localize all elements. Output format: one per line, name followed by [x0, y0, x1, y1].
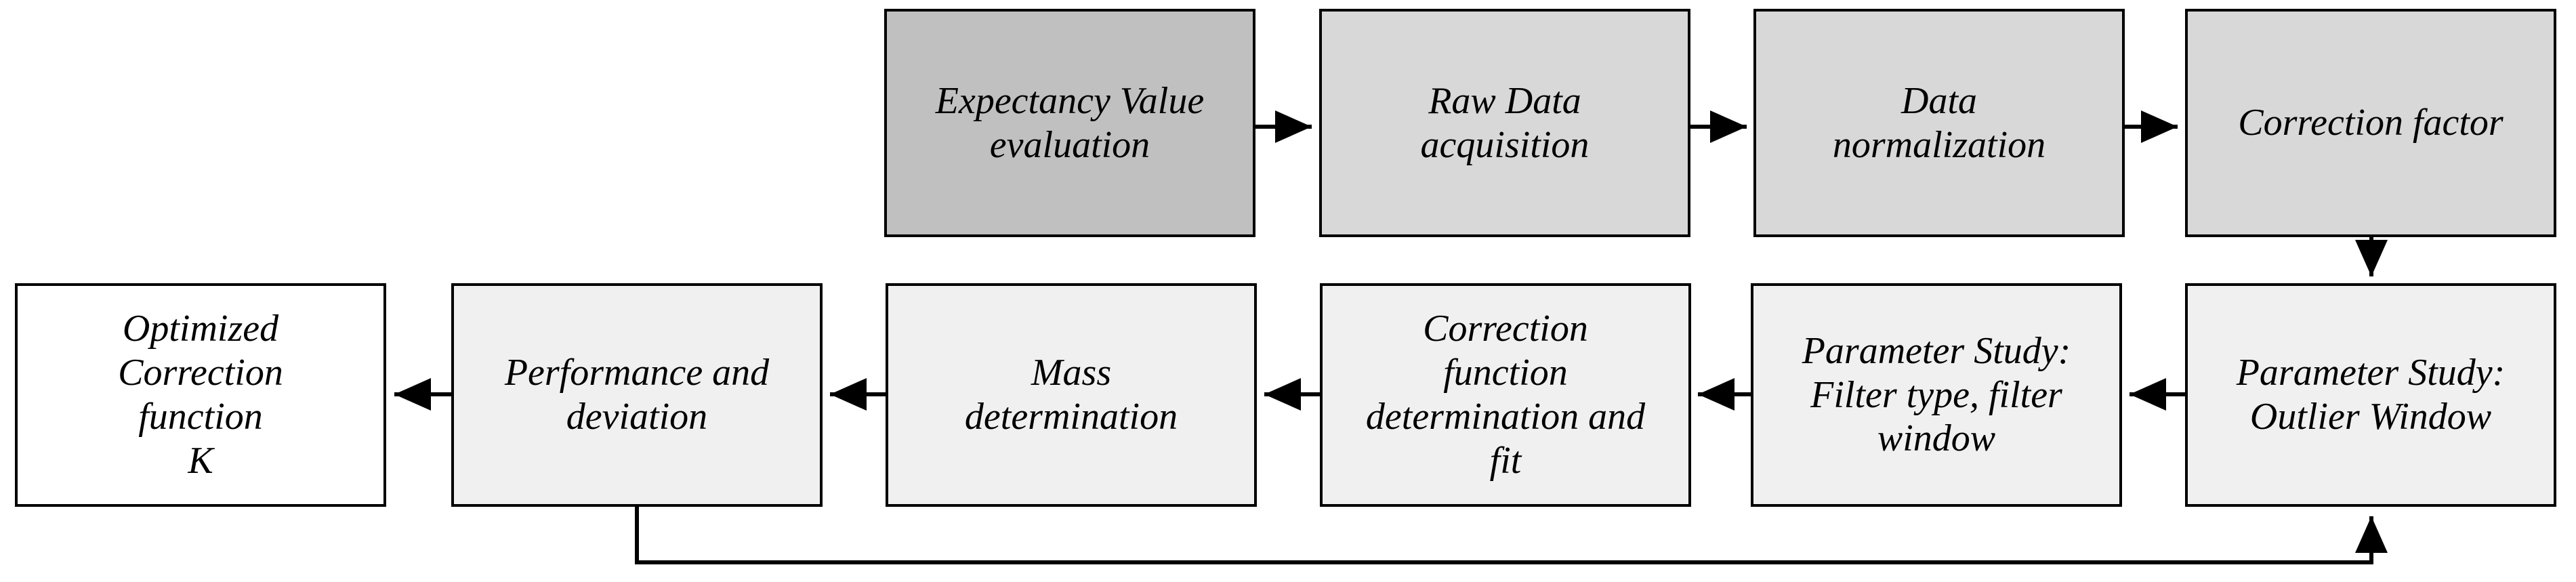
node-label: Optimized Correction function K — [118, 308, 283, 482]
node-parameter-study-filter[interactable]: Parameter Study: Filter type, filter win… — [1751, 283, 2122, 507]
edge-performance-feedback-to-outlier — [635, 507, 2388, 564]
node-correction-factor[interactable]: Correction factor — [2185, 9, 2556, 237]
node-performance-and-deviation[interactable]: Performance and deviation — [451, 283, 823, 507]
node-label: Raw Data acquisition — [1420, 79, 1590, 166]
node-optimized-correction-function-k[interactable]: Optimized Correction function K — [15, 283, 386, 507]
node-expectancy-value-evaluation[interactable]: Expectancy Value evaluation — [884, 9, 1255, 237]
node-mass-determination[interactable]: Mass determination — [886, 283, 1257, 507]
node-data-normalization[interactable]: Data normalization — [1753, 9, 2125, 237]
node-label: Expectancy Value evaluation — [935, 79, 1205, 166]
node-label: Parameter Study: Filter type, filter win… — [1802, 329, 2071, 460]
node-label: Data normalization — [1832, 79, 2046, 166]
node-label: Parameter Study: Outlier Window — [2236, 352, 2506, 438]
node-label: Correction factor — [2238, 102, 2504, 144]
node-parameter-study-outlier-window[interactable]: Parameter Study: Outlier Window — [2185, 283, 2556, 507]
node-correction-function-determination-and-fit[interactable]: Correction function determination and fi… — [1320, 283, 1691, 507]
node-raw-data-acquisition[interactable]: Raw Data acquisition — [1319, 9, 1690, 237]
node-label: Correction function determination and fi… — [1365, 308, 1646, 482]
node-label: Mass determination — [964, 352, 1178, 438]
node-label: Performance and deviation — [504, 352, 770, 438]
